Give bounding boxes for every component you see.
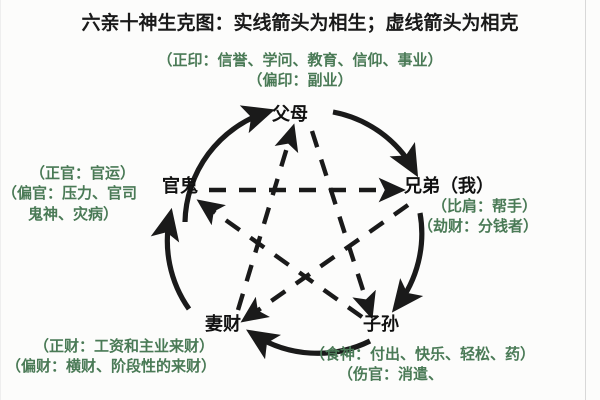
node-label-officer-ghost: 官鬼 <box>162 176 198 197</box>
annotation-left-line2: （偏官：压力、官司 <box>2 184 138 203</box>
node-label-parents: 父母 <box>272 104 308 125</box>
dash-qicai-to-fumu <box>235 123 299 311</box>
arc-qicai-to-guangui <box>150 207 192 311</box>
dash-xiongdi-to-qicai <box>240 203 410 323</box>
annotation-top-line1: （正印：信誉、学问、教育、信仰、事业） <box>157 51 443 69</box>
annotation-bottom-right: （食神：付出、快乐、轻松、药） （伤官：消遣、 <box>310 344 535 385</box>
node-label-siblings: 兄弟（我） <box>404 176 494 197</box>
annotation-left: （正官：官运） （偏官：压力、官司 鬼神、灾病） <box>2 163 207 224</box>
left-border-rule <box>0 0 1 400</box>
annotation-bottom-left-line2: （偏财：横财、阶段性的来财） <box>6 357 217 376</box>
right-border-rule <box>585 0 586 400</box>
annotation-right: （比肩：帮手） （劫财：分钱者） <box>418 196 538 237</box>
annotation-left-line1: （正官：官运） <box>30 164 136 182</box>
dash-fumu-to-zisun <box>309 130 376 320</box>
dash-zisun-to-guangui <box>196 199 364 319</box>
annotation-bottom-left: （正财：工资和主业来财） （偏财：横财、阶段性的来财） <box>0 336 310 377</box>
annotation-right-line1: （比肩：帮手） <box>432 197 538 215</box>
annotation-left-line3: 鬼神、灾病） <box>28 204 119 223</box>
annotation-top: （正印：信誉、学问、教育、信仰、事业） （偏印：副业） <box>0 50 600 91</box>
node-label-wealth: 妻财 <box>205 314 241 335</box>
arc-fumu-to-xiongdi <box>332 109 419 178</box>
annotation-right-line2: （劫财：分钱者） <box>418 217 539 236</box>
annotation-bottom-left-line1: （正财：工资和主业来财） <box>34 337 215 355</box>
annotation-bottom-right-line2: （伤官：消遣、 <box>338 365 444 384</box>
annotation-bottom-right-line1: （食神：付出、快乐、轻松、药） <box>310 345 536 363</box>
page-title: 六亲十神生克图：实线箭头为相生；虚线箭头为相克 <box>81 12 519 34</box>
annotation-top-line2: （偏印：副业） <box>247 71 353 90</box>
node-label-offspring: 子孙 <box>363 314 399 335</box>
